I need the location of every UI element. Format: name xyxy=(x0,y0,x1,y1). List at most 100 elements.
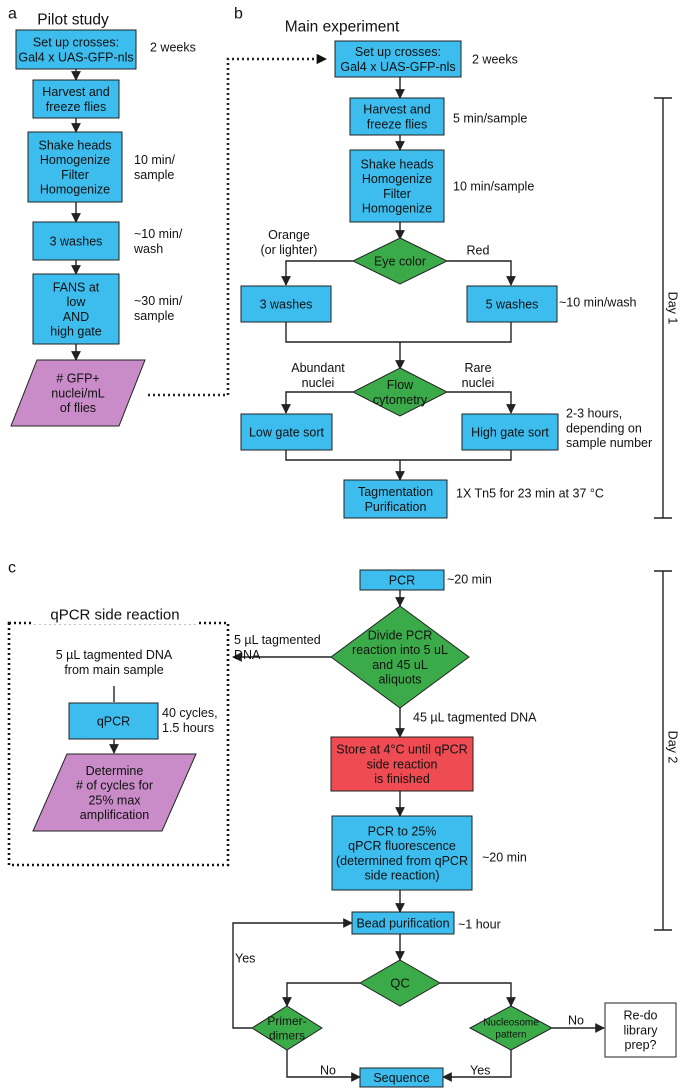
a-homogenize-text-line: Homogenize xyxy=(40,183,110,197)
b-step2-time: 5 min/sample xyxy=(453,111,527,125)
c-qpcr-time: 40 cycles,1.5 hours xyxy=(162,706,218,735)
panel-letter-c: c xyxy=(8,560,16,577)
c-redo-shape xyxy=(604,1002,677,1058)
panel-title-a: Pilot study xyxy=(37,11,109,28)
a-step4-time-line: wash xyxy=(133,242,163,256)
b-washes-left-text-line: 3 washes xyxy=(260,297,313,311)
c-primer-no-label-line: No xyxy=(320,1063,336,1077)
c-decision-divide-shape xyxy=(330,605,470,709)
b-washes-right: 5 washes xyxy=(466,285,558,323)
c-nucleo-no-label-line: No xyxy=(568,1013,584,1027)
a-harvest-freeze-shape xyxy=(32,79,120,119)
connector-arrow xyxy=(447,260,516,286)
a-washes: 3 washes xyxy=(32,221,120,261)
b-high-gate-sort-text-line: High gate sort xyxy=(471,425,549,439)
c-pcr25-time: ~20 min xyxy=(482,850,527,864)
panel-title-a-line: Pilot study xyxy=(37,11,109,28)
c-qpcr-text-line: qPCR xyxy=(97,714,130,728)
panel-letter-a-line: a xyxy=(8,6,17,23)
c-determine-cycles-text-line: Determine xyxy=(86,764,144,778)
panel-letter-c-line: c xyxy=(8,560,16,577)
a-harvest-freeze-text-line: freeze flies xyxy=(46,100,106,114)
c-pcr-time: ~20 min xyxy=(447,572,492,586)
b-sort-time-line: 2-3 hours, xyxy=(566,407,622,421)
a-fans-text-line: FANS at xyxy=(53,280,100,294)
c-side-title-line: qPCR side reaction xyxy=(50,606,179,623)
c-bead-time: ~1 hour xyxy=(458,917,501,931)
b-washes-right-text: 5 washes xyxy=(486,297,539,311)
panel-title-b: Main experiment xyxy=(285,18,400,35)
c-side-input-line: 5 µL tagmented DNA xyxy=(56,648,173,662)
b-decision2-left-label-line: nuclei xyxy=(302,376,335,390)
c-bead-purification-shape xyxy=(351,911,455,935)
a-output-gfp-nuclei-text-line: # GFP+ xyxy=(56,372,99,386)
b-decision1-left-label-line: (or lighter) xyxy=(261,243,318,257)
side-title-bg xyxy=(33,604,199,624)
c-determine-cycles-text-line: amplification xyxy=(80,808,150,822)
b-decision-eye-color-shape xyxy=(351,237,449,285)
c-side-input-line: from main sample xyxy=(64,663,163,677)
connector-arrow xyxy=(281,391,353,414)
a-step1-time: 2 weeks xyxy=(150,40,196,54)
c-pcr-25-text: PCR to 25%qPCR fluorescence(determined f… xyxy=(336,824,468,882)
c-pcr-25-text-line: (determined from qPCR xyxy=(336,854,468,868)
c-decision-divide-text-line: and 45 uL xyxy=(372,658,428,672)
b-decision2-right-label-line: nuclei xyxy=(462,376,495,390)
c-decision-nucleosome-text-line: pattern xyxy=(495,1029,526,1040)
panel-title-b-line: Main experiment xyxy=(285,18,400,35)
a-step4-time-line: ~10 min/ xyxy=(134,227,183,241)
c-decision-primer-dimers-text-line: dimers xyxy=(269,1028,305,1042)
c-pcr-time-line: ~20 min xyxy=(447,572,492,586)
b-sort-time-line: depending on xyxy=(566,421,642,435)
c-primer-yes-label-line: Yes xyxy=(235,951,255,965)
a-setup-crosses-text-line: Set up crosses: xyxy=(33,36,119,50)
b-decision-flow-cytometry-text-line: cytometry xyxy=(373,393,428,407)
day2-label-line: Day 2 xyxy=(666,731,680,764)
c-nucleo-yes-label: Yes xyxy=(470,1063,490,1077)
a-homogenize-text-line: Filter xyxy=(61,168,89,182)
b-tagmentation-shape xyxy=(343,479,448,519)
c-qpcr-time-line: 1.5 hours xyxy=(162,721,214,735)
c-decision-qc-shape xyxy=(358,959,442,1007)
a-fans-shape xyxy=(32,273,120,345)
c-divide-left-label-line: DNA xyxy=(234,648,261,662)
b-setup-crosses: Set up crosses:Gal4 x UAS-GFP-nls xyxy=(334,40,462,78)
c-determine-cycles-shape xyxy=(32,753,197,832)
a-step1-time-line: 2 weeks xyxy=(150,40,196,54)
c-decision-qc-text-line: QC xyxy=(390,976,410,991)
c-decision-qc: QC xyxy=(358,959,442,1007)
a-washes-text: 3 washes xyxy=(50,234,103,248)
b-decision2-right-label-line: Rare xyxy=(464,361,491,375)
c-decision-primer-dimers-text-line: Primer- xyxy=(267,1014,306,1028)
b-high-gate-sort-text: High gate sort xyxy=(471,425,549,439)
a-fans-text-line: high gate xyxy=(50,325,101,339)
c-decision-divide-text-line: aliquots xyxy=(378,673,421,687)
b-setup-crosses-text-line: Set up crosses: xyxy=(355,45,441,59)
a-step4-time: ~10 min/wash xyxy=(133,227,183,256)
day2-label: Day 2 xyxy=(666,731,680,764)
b-harvest-freeze-text-line: Harvest and xyxy=(363,103,430,117)
a-setup-crosses-text: Set up crosses:Gal4 x UAS-GFP-nls xyxy=(18,36,133,65)
b-homogenize-text-line: Shake heads xyxy=(361,157,434,171)
connector-arrow xyxy=(286,1050,361,1082)
b-low-gate-sort-shape xyxy=(240,413,333,451)
a-output-gfp-nuclei-text-line: nuclei/mL xyxy=(51,386,105,400)
a-fans-text-line: AND xyxy=(63,310,89,324)
b-low-gate-sort-text: Low gate sort xyxy=(249,425,325,439)
